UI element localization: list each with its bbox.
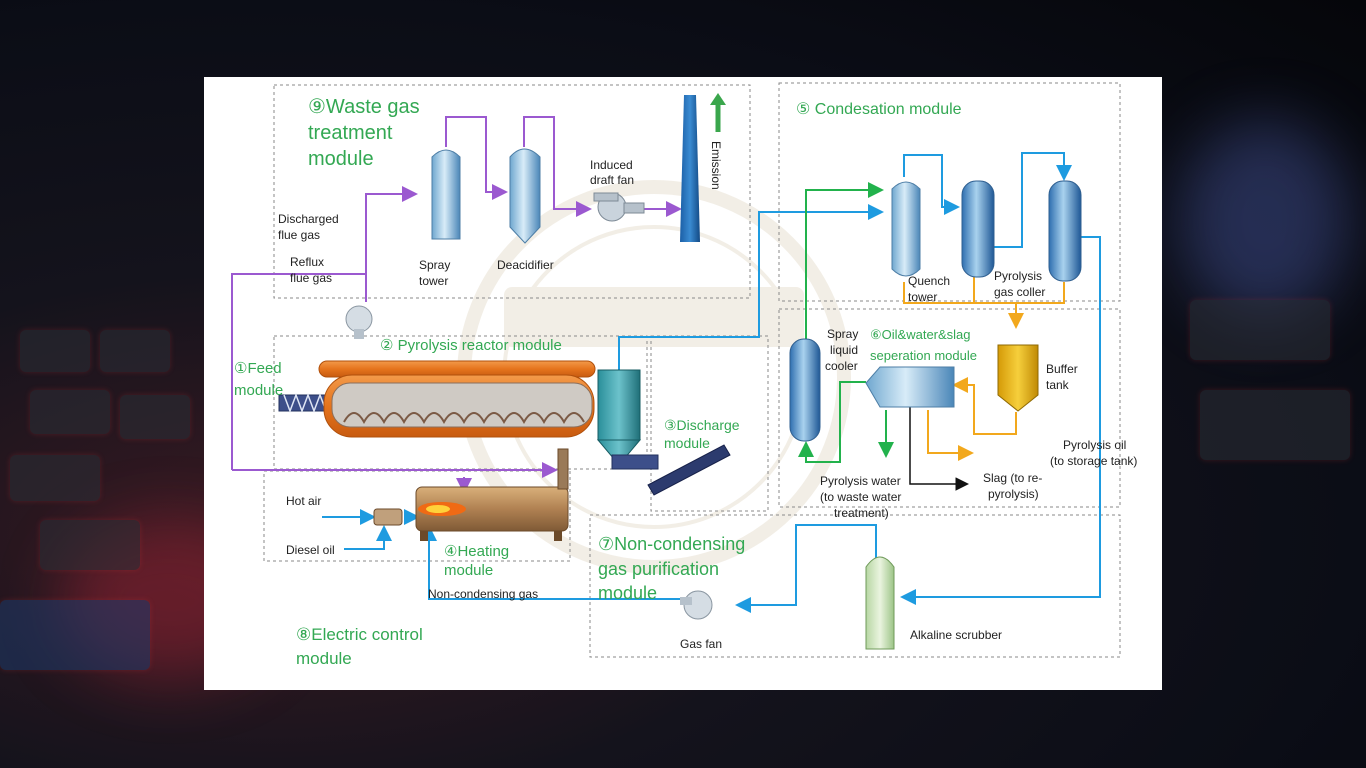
discharge-title-line1: ③Discharge xyxy=(664,417,740,433)
emission-arrowhead xyxy=(710,93,726,105)
background-key xyxy=(0,600,150,670)
buffer-line2: tank xyxy=(1046,378,1070,392)
spray-cooler-line1: Spray xyxy=(827,327,858,341)
pyrolysis-water-line2: (to waste water xyxy=(820,490,901,504)
oil-water-slag-module-title: ⑥Oil&water&slag seperation module xyxy=(870,327,977,363)
chimney xyxy=(680,95,700,242)
waste-gas-module-title: ⑨Waste gas treatment module xyxy=(308,96,425,170)
waste-gas-title-line3: module xyxy=(308,148,374,170)
oil-water-slag-separator xyxy=(866,367,954,407)
diesel-oil-label: Diesel oil xyxy=(286,543,335,557)
spray-tower-line2: tower xyxy=(419,274,448,288)
emission-label: Emission xyxy=(709,141,723,190)
buffer-tank-label: Buffer tank xyxy=(1046,362,1081,392)
oil-water-title-line1: ⑥Oil&water&slag xyxy=(870,327,971,342)
deacidifier-label: Deacidifier xyxy=(497,258,554,272)
spray-cooler-line3: cooler xyxy=(825,359,858,373)
background-glow-blue xyxy=(1180,120,1350,320)
condensation-module-title: ⑤ Condesation module xyxy=(796,101,962,118)
reflux-fan xyxy=(346,306,372,339)
gas-fan-label: Gas fan xyxy=(680,637,722,651)
heating-title-line1: ④Heating xyxy=(444,543,509,560)
slag-line1: Slag (to re- xyxy=(983,471,1042,485)
induced-draft-fan-label: Induced draft fan xyxy=(590,158,636,187)
quench-line1: Quench xyxy=(908,274,950,288)
quench-tower-label: Quench tower xyxy=(908,274,953,304)
feed-module-title: ①Feed module xyxy=(234,360,286,399)
burner xyxy=(374,509,402,525)
deacidifier xyxy=(510,149,540,243)
buffer-line1: Buffer xyxy=(1046,362,1078,376)
pyrolysis-gas-cooler xyxy=(962,181,994,277)
slag-line xyxy=(928,410,970,453)
alkaline-scrubber-label: Alkaline scrubber xyxy=(910,628,1002,642)
background-key xyxy=(100,330,170,372)
non-condensing-module-title: ⑦Non-condensing gas purification module xyxy=(598,534,750,603)
gas-cooler-line1: Pyrolysis xyxy=(994,269,1042,283)
spray-cooler-line2: liquid xyxy=(830,343,858,357)
pyrolysis-water-line3: treatment) xyxy=(834,506,889,520)
feed-title-line1: ①Feed xyxy=(234,360,282,377)
hot-air-label: Hot air xyxy=(286,494,321,508)
pyrolysis-water-line1: Pyrolysis water xyxy=(820,474,901,488)
pyrolysis-oil-line1: Pyrolysis oil xyxy=(1063,438,1126,452)
induced-fan-line2: draft fan xyxy=(590,173,634,187)
gas-cooler-line2: gas coller xyxy=(994,285,1045,299)
discharge-module-title: ③Discharge module xyxy=(664,417,743,451)
quench-line2: tower xyxy=(908,290,937,304)
waste-gas-title-line2: treatment xyxy=(308,122,393,144)
diagram-panel: ⑨Waste gas treatment module ⑤ Condesatio… xyxy=(204,77,1162,690)
electric-title-line1: ⑧Electric control xyxy=(296,625,423,644)
diesel-oil-line xyxy=(344,529,384,549)
pyrolysis-oil-line2: (to storage tank) xyxy=(1050,454,1137,468)
feed-title-line2: module xyxy=(234,382,283,399)
electric-control-module-title: ⑧Electric control module xyxy=(296,625,427,668)
non-condensing-title-line1: ⑦Non-condensing xyxy=(598,534,745,554)
oil-water-title-line2: seperation module xyxy=(870,348,977,363)
slag-discharge-line xyxy=(910,403,966,484)
alkaline-scrubber xyxy=(866,557,894,649)
discharge-title-line2: module xyxy=(664,435,710,451)
background-key xyxy=(120,395,190,439)
induced-draft-fan xyxy=(594,193,644,221)
pyrolysis-oil-label: Pyrolysis oil (to storage tank) xyxy=(1050,438,1137,468)
induced-fan-line1: Induced xyxy=(590,158,633,172)
reflux-line2: flue gas xyxy=(290,271,332,285)
pyrolysis-water-label: Pyrolysis water (to waste water treatmen… xyxy=(820,474,905,520)
reflux-line1: Reflux xyxy=(290,255,324,269)
background-key xyxy=(40,520,140,570)
spray-tower xyxy=(432,150,460,239)
discharged-line2: flue gas xyxy=(278,228,320,242)
gas-fan xyxy=(680,591,712,619)
non-condensing-title-line2: gas purification xyxy=(598,559,719,579)
spray-liquid-cooler-label: Spray liquid cooler xyxy=(825,327,862,373)
background-key xyxy=(10,455,100,501)
pyrolysis-gas-cooler-label: Pyrolysis gas coller xyxy=(994,269,1045,299)
background-key xyxy=(1200,390,1350,460)
non-condensing-title-line3: module xyxy=(598,583,657,603)
quench-tower xyxy=(892,182,920,276)
background-key xyxy=(20,330,90,372)
slag-line2: pyrolysis) xyxy=(988,487,1039,501)
reflux-flue-gas-label: Reflux flue gas xyxy=(290,255,332,285)
buffer-tank xyxy=(998,345,1038,411)
electric-title-line2: module xyxy=(296,649,352,668)
slag-label: Slag (to re- pyrolysis) xyxy=(983,471,1046,501)
background-key xyxy=(1190,300,1330,360)
pyrolysis-gas-cooler-2 xyxy=(1049,181,1081,281)
spray-liquid-cooler xyxy=(790,339,820,441)
discharged-line1: Discharged xyxy=(278,212,339,226)
heating-title-line2: module xyxy=(444,562,493,579)
spray-tower-line1: Spray xyxy=(419,258,450,272)
process-flow-diagram: ⑨Waste gas treatment module ⑤ Condesatio… xyxy=(204,77,1162,690)
waste-gas-title-line1: ⑨Waste gas xyxy=(308,96,420,118)
discharged-flue-gas-label: Discharged flue gas xyxy=(278,212,342,242)
background-key xyxy=(30,390,110,434)
pyrolysis-reactor-module-title: ② Pyrolysis reactor module xyxy=(380,337,562,354)
non-condensing-gas-label: Non-condensing gas xyxy=(428,587,538,601)
spray-tower-label: Spray tower xyxy=(419,258,454,288)
pyrolysis-reactor xyxy=(279,361,640,459)
